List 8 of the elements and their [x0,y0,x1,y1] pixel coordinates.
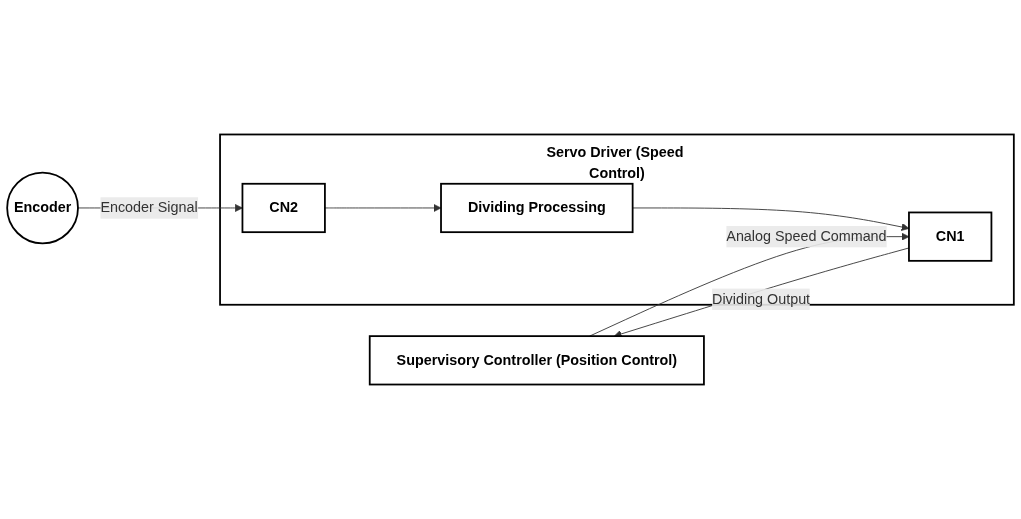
node-box: CN2 [241,182,326,234]
node-box: Dividing Processing [440,182,634,234]
node-circle: Encoder [6,171,79,245]
edge-label: Analog Speed Command [726,228,887,244]
node-box: Supervisory Controller (Position Control) [368,335,705,386]
edge-label: Dividing Output [712,291,811,307]
node-box: CN1 [908,211,993,262]
edge-label: Encoder Signal [100,199,198,216]
